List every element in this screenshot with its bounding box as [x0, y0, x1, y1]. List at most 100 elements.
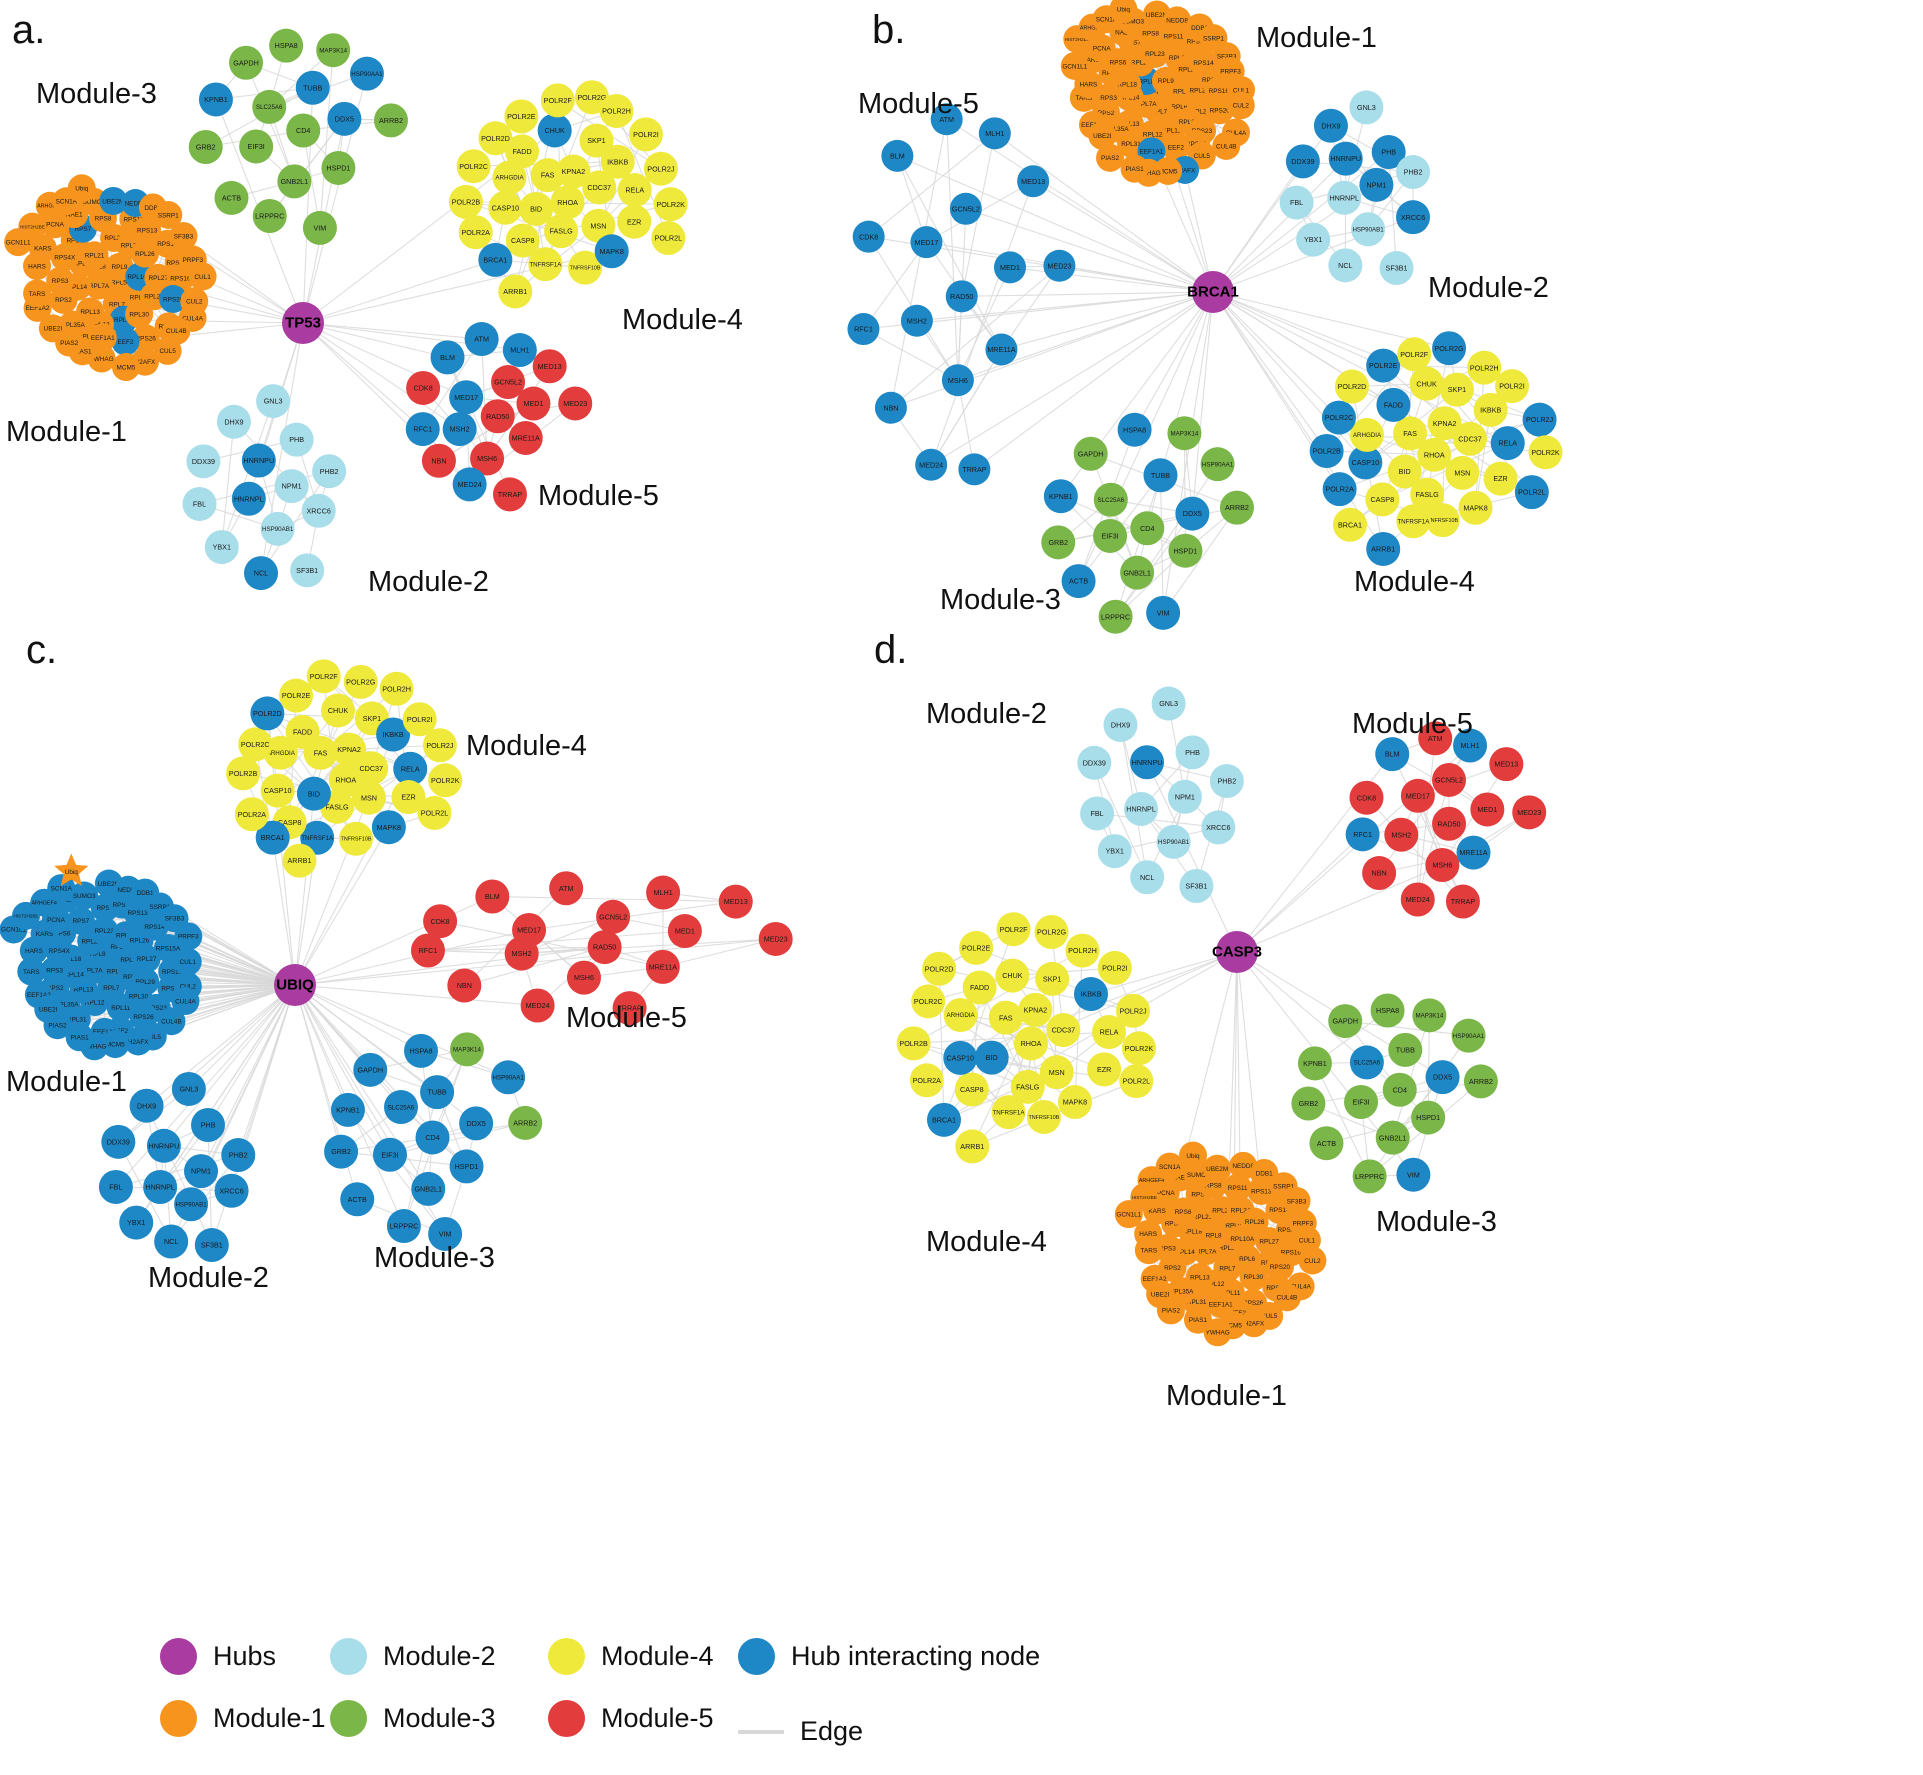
gene-label: POLR2L: [1518, 488, 1546, 497]
module-label: Module-3: [940, 584, 1061, 616]
gene-label: CASP8: [511, 236, 535, 245]
gene-label: FASLG: [1016, 1082, 1040, 1091]
gene-label: Ubiq: [65, 869, 79, 876]
gene-node: [28, 234, 57, 263]
gene-label: SKP1: [363, 714, 381, 723]
gene-node: [852, 220, 885, 253]
gene-label: SLC25A6: [1354, 1060, 1381, 1067]
gene-label: HNRNPU: [1330, 154, 1361, 163]
gene-label: HSPA8: [1123, 425, 1146, 434]
gene-node: [512, 912, 547, 947]
gene-label: TNFRSF1A: [1397, 519, 1430, 526]
gene-label: POLR2K: [1531, 448, 1560, 457]
gene-label: EZR: [1493, 474, 1507, 483]
gene-label: FBL: [109, 1183, 122, 1192]
gene-label: PCNA: [1093, 46, 1111, 53]
gene-label: FBL: [1090, 809, 1103, 818]
module-label: Module-4: [926, 1226, 1047, 1258]
gene-label: POLR2D: [253, 709, 282, 718]
gene-label: VIM: [439, 1230, 452, 1239]
gene-label: FASLG: [1416, 490, 1440, 499]
gene-node: [1432, 331, 1467, 366]
gene-label: PIAS2: [1162, 1308, 1181, 1315]
gene-label: SF3B1: [1386, 264, 1408, 273]
gene-label: RPL13: [74, 986, 94, 993]
gene-label: ARHGEF4: [1080, 26, 1105, 32]
gene-node: [617, 204, 652, 239]
gene-label: RPL7: [109, 301, 125, 308]
gene-label: CUL1: [194, 274, 211, 281]
gene-node: [1425, 847, 1460, 882]
gene-label: GCN5L2: [1435, 776, 1463, 785]
gene-label: MED1: [1000, 263, 1020, 272]
gene-label: POLR2J: [1119, 1006, 1147, 1015]
hub-label-casp3: CASP3: [1211, 943, 1263, 961]
gene-node: [847, 313, 880, 346]
gene-node: [520, 988, 555, 1023]
gene-node: [204, 530, 239, 565]
gene-node: [403, 1033, 438, 1068]
gene-label: POLR2F: [544, 96, 573, 105]
gene-node: [256, 384, 291, 419]
gene-node: [1092, 1015, 1127, 1050]
gene-label: RPL24: [116, 933, 136, 940]
gene-label: IKBKB: [607, 157, 628, 166]
gene-node: [941, 364, 974, 397]
gene-label: MED13: [1494, 760, 1518, 769]
gene-label: CASP10: [946, 1053, 974, 1062]
gene-node: [169, 222, 198, 251]
gene-label: CUL4A: [175, 998, 196, 1005]
gene-node: [70, 881, 99, 910]
gene-label: RPL11: [114, 317, 134, 324]
gene-label: RPL9: [1158, 78, 1174, 85]
gene-label: RPL26: [1245, 1219, 1265, 1226]
gene-label: FBL: [193, 500, 206, 509]
gene-node: [985, 333, 1018, 366]
gene-label: RPL30: [1179, 119, 1199, 126]
gene-node: [1458, 490, 1493, 525]
gene-node: [1463, 1064, 1498, 1099]
gene-label: HSPD1: [1416, 1113, 1440, 1122]
gene-label: BID: [986, 1053, 998, 1062]
gene-node: [1120, 154, 1149, 183]
gene-label: EEF1A2: [1143, 1276, 1167, 1283]
gene-node: [300, 820, 335, 855]
gene-label: NBN: [457, 981, 472, 990]
gene-node: [480, 399, 515, 434]
gene-label: RPL12: [1205, 1281, 1225, 1288]
gene-label: ATM: [474, 335, 489, 344]
gene-label: GCN5L2: [494, 378, 522, 387]
module-5-swatch-icon: [548, 1700, 585, 1737]
gene-label: Ubiq: [1117, 7, 1131, 14]
gene-node: [874, 391, 907, 424]
gene-label: MED24: [526, 1001, 550, 1010]
gene-node: [896, 1026, 931, 1061]
gene-node: [252, 199, 287, 234]
gene-node: [1285, 144, 1320, 179]
gene-label: RPS14: [157, 241, 178, 248]
gene-node: [1098, 599, 1133, 634]
gene-node: [101, 1124, 136, 1159]
gene-label: MLH1: [985, 129, 1004, 138]
gene-label: BRCA1: [1338, 520, 1362, 529]
gene-label: RPS2: [47, 985, 64, 992]
panel-b-letter: b.: [872, 8, 906, 52]
gene-label: HSPD1: [326, 164, 350, 173]
gene-node: [159, 285, 188, 314]
gene-label: FAS: [314, 748, 328, 757]
gene-label: GNB2L1: [281, 177, 309, 186]
gene-label: BLM: [440, 353, 455, 362]
gene-node: [188, 262, 217, 291]
gene-label: MAPK8: [599, 247, 623, 256]
gene-label: POLR2G: [577, 93, 607, 102]
gene-label: ACTB: [222, 194, 241, 203]
gene-node: [260, 511, 295, 546]
gene-label: RPL24: [121, 243, 141, 250]
gene-node: [417, 795, 452, 830]
gene-label: EEF2: [1168, 144, 1184, 151]
gene-node: [428, 763, 463, 798]
gene-label: BLM: [890, 151, 905, 160]
gene-label: EIF3I: [248, 142, 265, 151]
gene-label: RPL6: [1239, 1256, 1255, 1263]
gene-label: MCM5: [117, 364, 136, 371]
